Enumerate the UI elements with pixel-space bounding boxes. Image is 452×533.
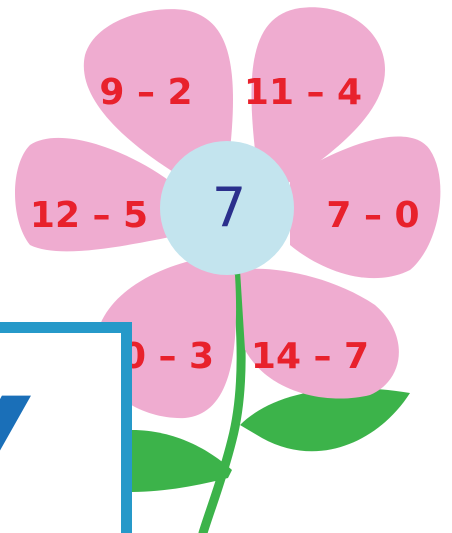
petal-label-bottom-right: 14 – 7 [251, 336, 369, 377]
center-value: 7 [212, 176, 246, 239]
petal-label-right: 7 – 0 [326, 195, 419, 236]
petal-label-left: 12 – 5 [30, 195, 148, 236]
petal-label-top-right: 11 – 4 [244, 72, 362, 113]
petal-bottom-right [240, 269, 399, 399]
right-leaf [240, 388, 410, 451]
petal-label-top-left: 9 – 2 [99, 72, 192, 113]
overlay-panel: V [0, 322, 132, 533]
